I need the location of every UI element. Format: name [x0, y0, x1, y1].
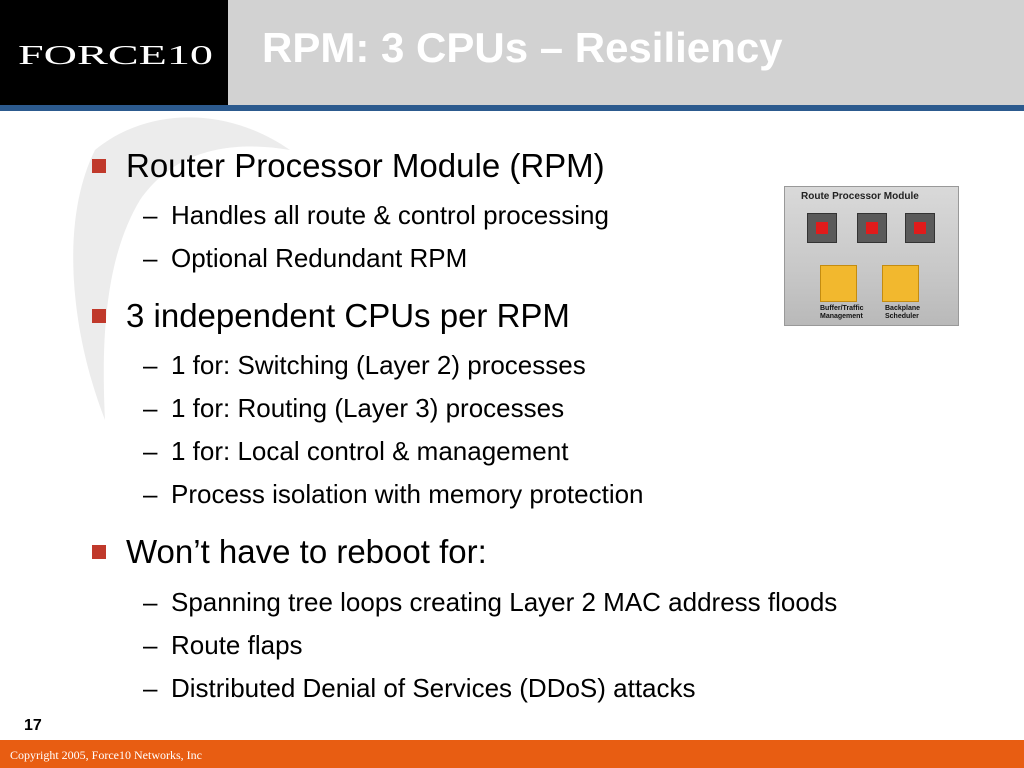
bullet-item: Won’t have to reboot for:: [92, 533, 487, 571]
sub-bullet-text: Spanning tree loops creating Layer 2 MAC…: [171, 587, 838, 617]
dash-icon: –: [143, 479, 158, 509]
sub-bullet-item: – Optional Redundant RPM: [143, 243, 467, 273]
asic-chip-icon: [820, 265, 857, 302]
dash-icon: –: [143, 630, 158, 660]
sub-bullet-item: – Route flaps: [143, 630, 303, 660]
copyright-text: Copyright 2005, Force10 Networks, Inc: [10, 748, 202, 762]
logo-text: FORCE10: [18, 40, 213, 70]
sub-bullet-text: 1 for: Routing (Layer 3) processes: [171, 393, 565, 423]
sub-bullet-item: – 1 for: Routing (Layer 3) processes: [143, 393, 564, 423]
sub-bullet-text: Route flaps: [171, 630, 303, 660]
sub-bullet-text: Distributed Denial of Services (DDoS) at…: [171, 673, 696, 703]
sub-bullet-item: – 1 for: Switching (Layer 2) processes: [143, 350, 586, 380]
sub-bullet-text: 1 for: Local control & management: [171, 436, 569, 466]
dash-icon: –: [143, 436, 158, 466]
dash-icon: –: [143, 350, 158, 380]
dash-icon: –: [143, 673, 158, 703]
bullet-square-icon: [92, 309, 106, 323]
sub-bullet-text: Process isolation with memory protection: [171, 479, 644, 509]
header-bar: FORCE10 RPM: 3 CPUs – Resiliency: [0, 0, 1024, 105]
sub-bullet-item: – Distributed Denial of Services (DDoS) …: [143, 673, 696, 703]
cpu-chip-icon: [857, 213, 887, 243]
module-title: Route Processor Module: [801, 191, 919, 202]
sub-bullet-item: – 1 for: Local control & management: [143, 436, 568, 466]
bullet-item: 3 independent CPUs per RPM: [92, 297, 570, 335]
dash-icon: –: [143, 587, 158, 617]
sub-bullet-text: Optional Redundant RPM: [171, 243, 468, 273]
route-processor-module-image: Route Processor Module Buffer/Traffic Ma…: [784, 186, 959, 326]
dash-icon: –: [143, 200, 158, 230]
sub-bullet-text: Handles all route & control processing: [171, 200, 609, 230]
dash-icon: –: [143, 393, 158, 423]
bullet-text: 3 independent CPUs per RPM: [126, 297, 570, 334]
dash-icon: –: [143, 243, 158, 273]
header-rule: [0, 105, 1024, 111]
page-number: 17: [24, 717, 42, 734]
slide-title: RPM: 3 CPUs – Resiliency: [262, 24, 783, 71]
bullet-item: Router Processor Module (RPM): [92, 147, 605, 185]
sub-bullet-item: – Handles all route & control processing: [143, 200, 609, 230]
sub-bullet-item: – Process isolation with memory protecti…: [143, 479, 644, 509]
cpu-chip-icon: [905, 213, 935, 243]
bullet-square-icon: [92, 159, 106, 173]
bullet-square-icon: [92, 545, 106, 559]
logo-box: FORCE10: [0, 0, 228, 105]
bullet-text: Router Processor Module (RPM): [126, 147, 605, 184]
sub-bullet-item: – Spanning tree loops creating Layer 2 M…: [143, 587, 837, 617]
module-label: Buffer/Traffic Management: [820, 305, 864, 320]
cpu-chip-icon: [807, 213, 837, 243]
bullet-text: Won’t have to reboot for:: [126, 533, 487, 570]
footer-bar: Copyright 2005, Force10 Networks, Inc: [0, 740, 1024, 768]
module-label: Backplane Scheduler: [885, 305, 921, 320]
force10-logo: FORCE10: [18, 40, 213, 70]
sub-bullet-text: 1 for: Switching (Layer 2) processes: [171, 350, 586, 380]
asic-chip-icon: [882, 265, 919, 302]
